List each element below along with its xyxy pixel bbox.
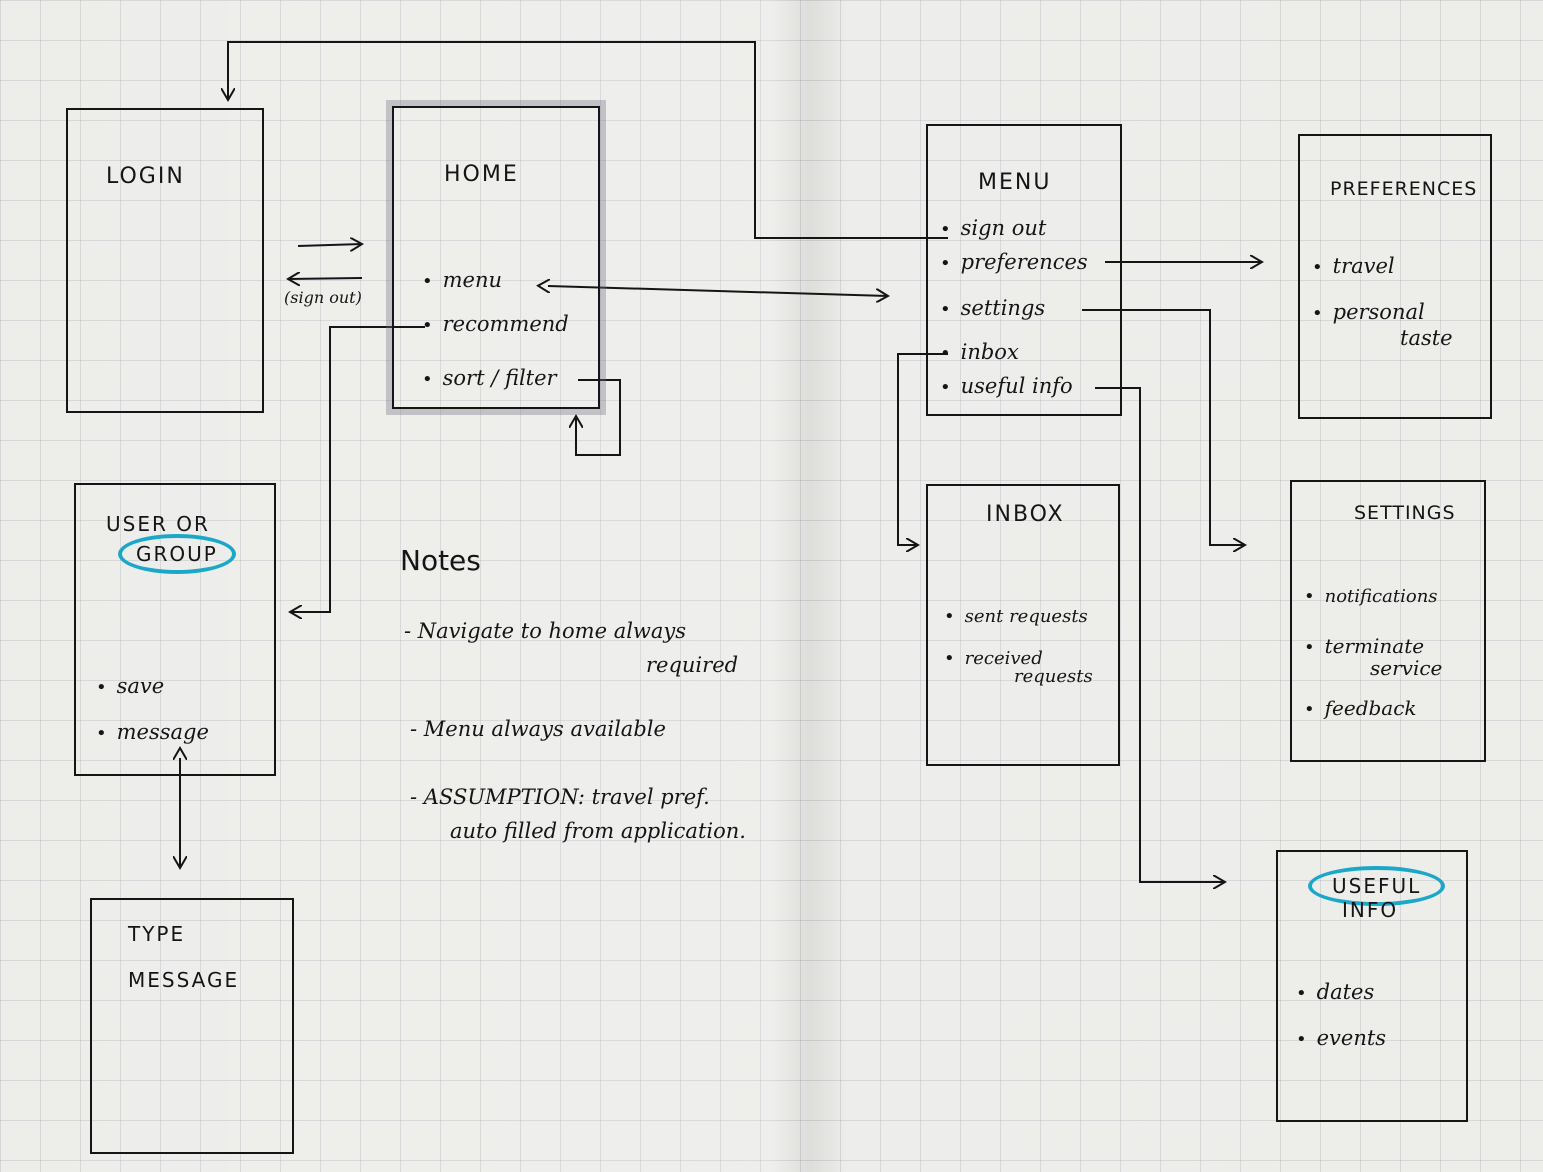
settings-item-feedback: feedback xyxy=(1304,696,1417,720)
arrow-home-menu-link xyxy=(548,286,888,296)
arrow-menu-to-useful-info xyxy=(1095,387,1225,882)
arrow-recommend-to-user xyxy=(290,326,425,612)
settings-item-service: service xyxy=(1370,656,1443,680)
menu-item-inbox: inbox xyxy=(940,340,1019,364)
user-group-title-line1: USER OR xyxy=(106,512,210,536)
preferences-item-taste: taste xyxy=(1400,326,1453,350)
home-item-recommend: recommend xyxy=(422,312,569,336)
useful-info-item-dates: dates xyxy=(1296,980,1375,1004)
user-group-item-message: message xyxy=(96,720,209,744)
inbox-item-received: received xyxy=(944,648,1043,669)
useful-info-item-events: events xyxy=(1296,1026,1386,1050)
note-line-3: - Menu always available xyxy=(410,717,666,741)
inbox-screen xyxy=(926,484,1120,766)
useful-info-title-line1: USEFUL xyxy=(1308,866,1446,906)
login-screen xyxy=(66,108,264,413)
type-message-screen xyxy=(90,898,294,1154)
type-message-title-line1: TYPE xyxy=(128,922,186,946)
home-screen xyxy=(392,106,600,409)
settings-screen xyxy=(1290,480,1486,762)
settings-item-terminate: terminate xyxy=(1304,634,1424,658)
arrow-login-to-home xyxy=(297,244,362,246)
arrow-home-to-login xyxy=(288,278,363,279)
home-item-sort-filter: sort / filter xyxy=(422,366,557,390)
useful-info-title-line2: INFO xyxy=(1342,898,1399,922)
inbox-item-requests: requests xyxy=(1014,666,1093,687)
preferences-screen xyxy=(1298,134,1492,419)
preferences-item-personal: personal xyxy=(1312,300,1425,324)
login-title: LOGIN xyxy=(106,164,185,189)
settings-item-notifications: notifications xyxy=(1304,586,1438,607)
notes-title: Notes xyxy=(400,544,481,577)
home-title: HOME xyxy=(444,162,519,187)
preferences-title: PREFERENCES xyxy=(1330,178,1478,200)
note-line-2: required xyxy=(646,653,739,677)
arrow-sort-loop xyxy=(576,379,621,456)
note-line-4: - ASSUMPTION: travel pref. xyxy=(410,785,710,809)
edge-label-sign-out: (sign out) xyxy=(284,288,362,307)
arrow-menu-to-inbox xyxy=(897,353,948,545)
preferences-item-travel: travel xyxy=(1312,254,1395,278)
type-message-title-line2: MESSAGE xyxy=(128,968,240,992)
menu-item-preferences: preferences xyxy=(940,250,1088,274)
useful-info-screen xyxy=(1276,850,1468,1122)
user-group-screen xyxy=(74,483,276,776)
menu-item-settings: settings xyxy=(940,296,1046,320)
user-group-item-save: save xyxy=(96,674,165,698)
home-item-menu: menu xyxy=(422,268,502,292)
menu-screen xyxy=(926,124,1122,416)
note-line-5: auto filled from application. xyxy=(450,819,746,843)
arrow-menu-to-settings xyxy=(1082,309,1245,545)
settings-title: SETTINGS xyxy=(1354,502,1456,524)
menu-item-sign-out: sign out xyxy=(940,216,1047,240)
inbox-item-sent-requests: sent requests xyxy=(944,606,1088,627)
menu-title: MENU xyxy=(978,170,1052,195)
arrow-signout-to-login xyxy=(228,41,948,239)
menu-item-useful-info: useful info xyxy=(940,374,1073,398)
user-group-title-line2: GROUP xyxy=(118,534,236,574)
note-line-1: - Navigate to home always xyxy=(404,619,687,643)
inbox-title: INBOX xyxy=(986,502,1065,527)
